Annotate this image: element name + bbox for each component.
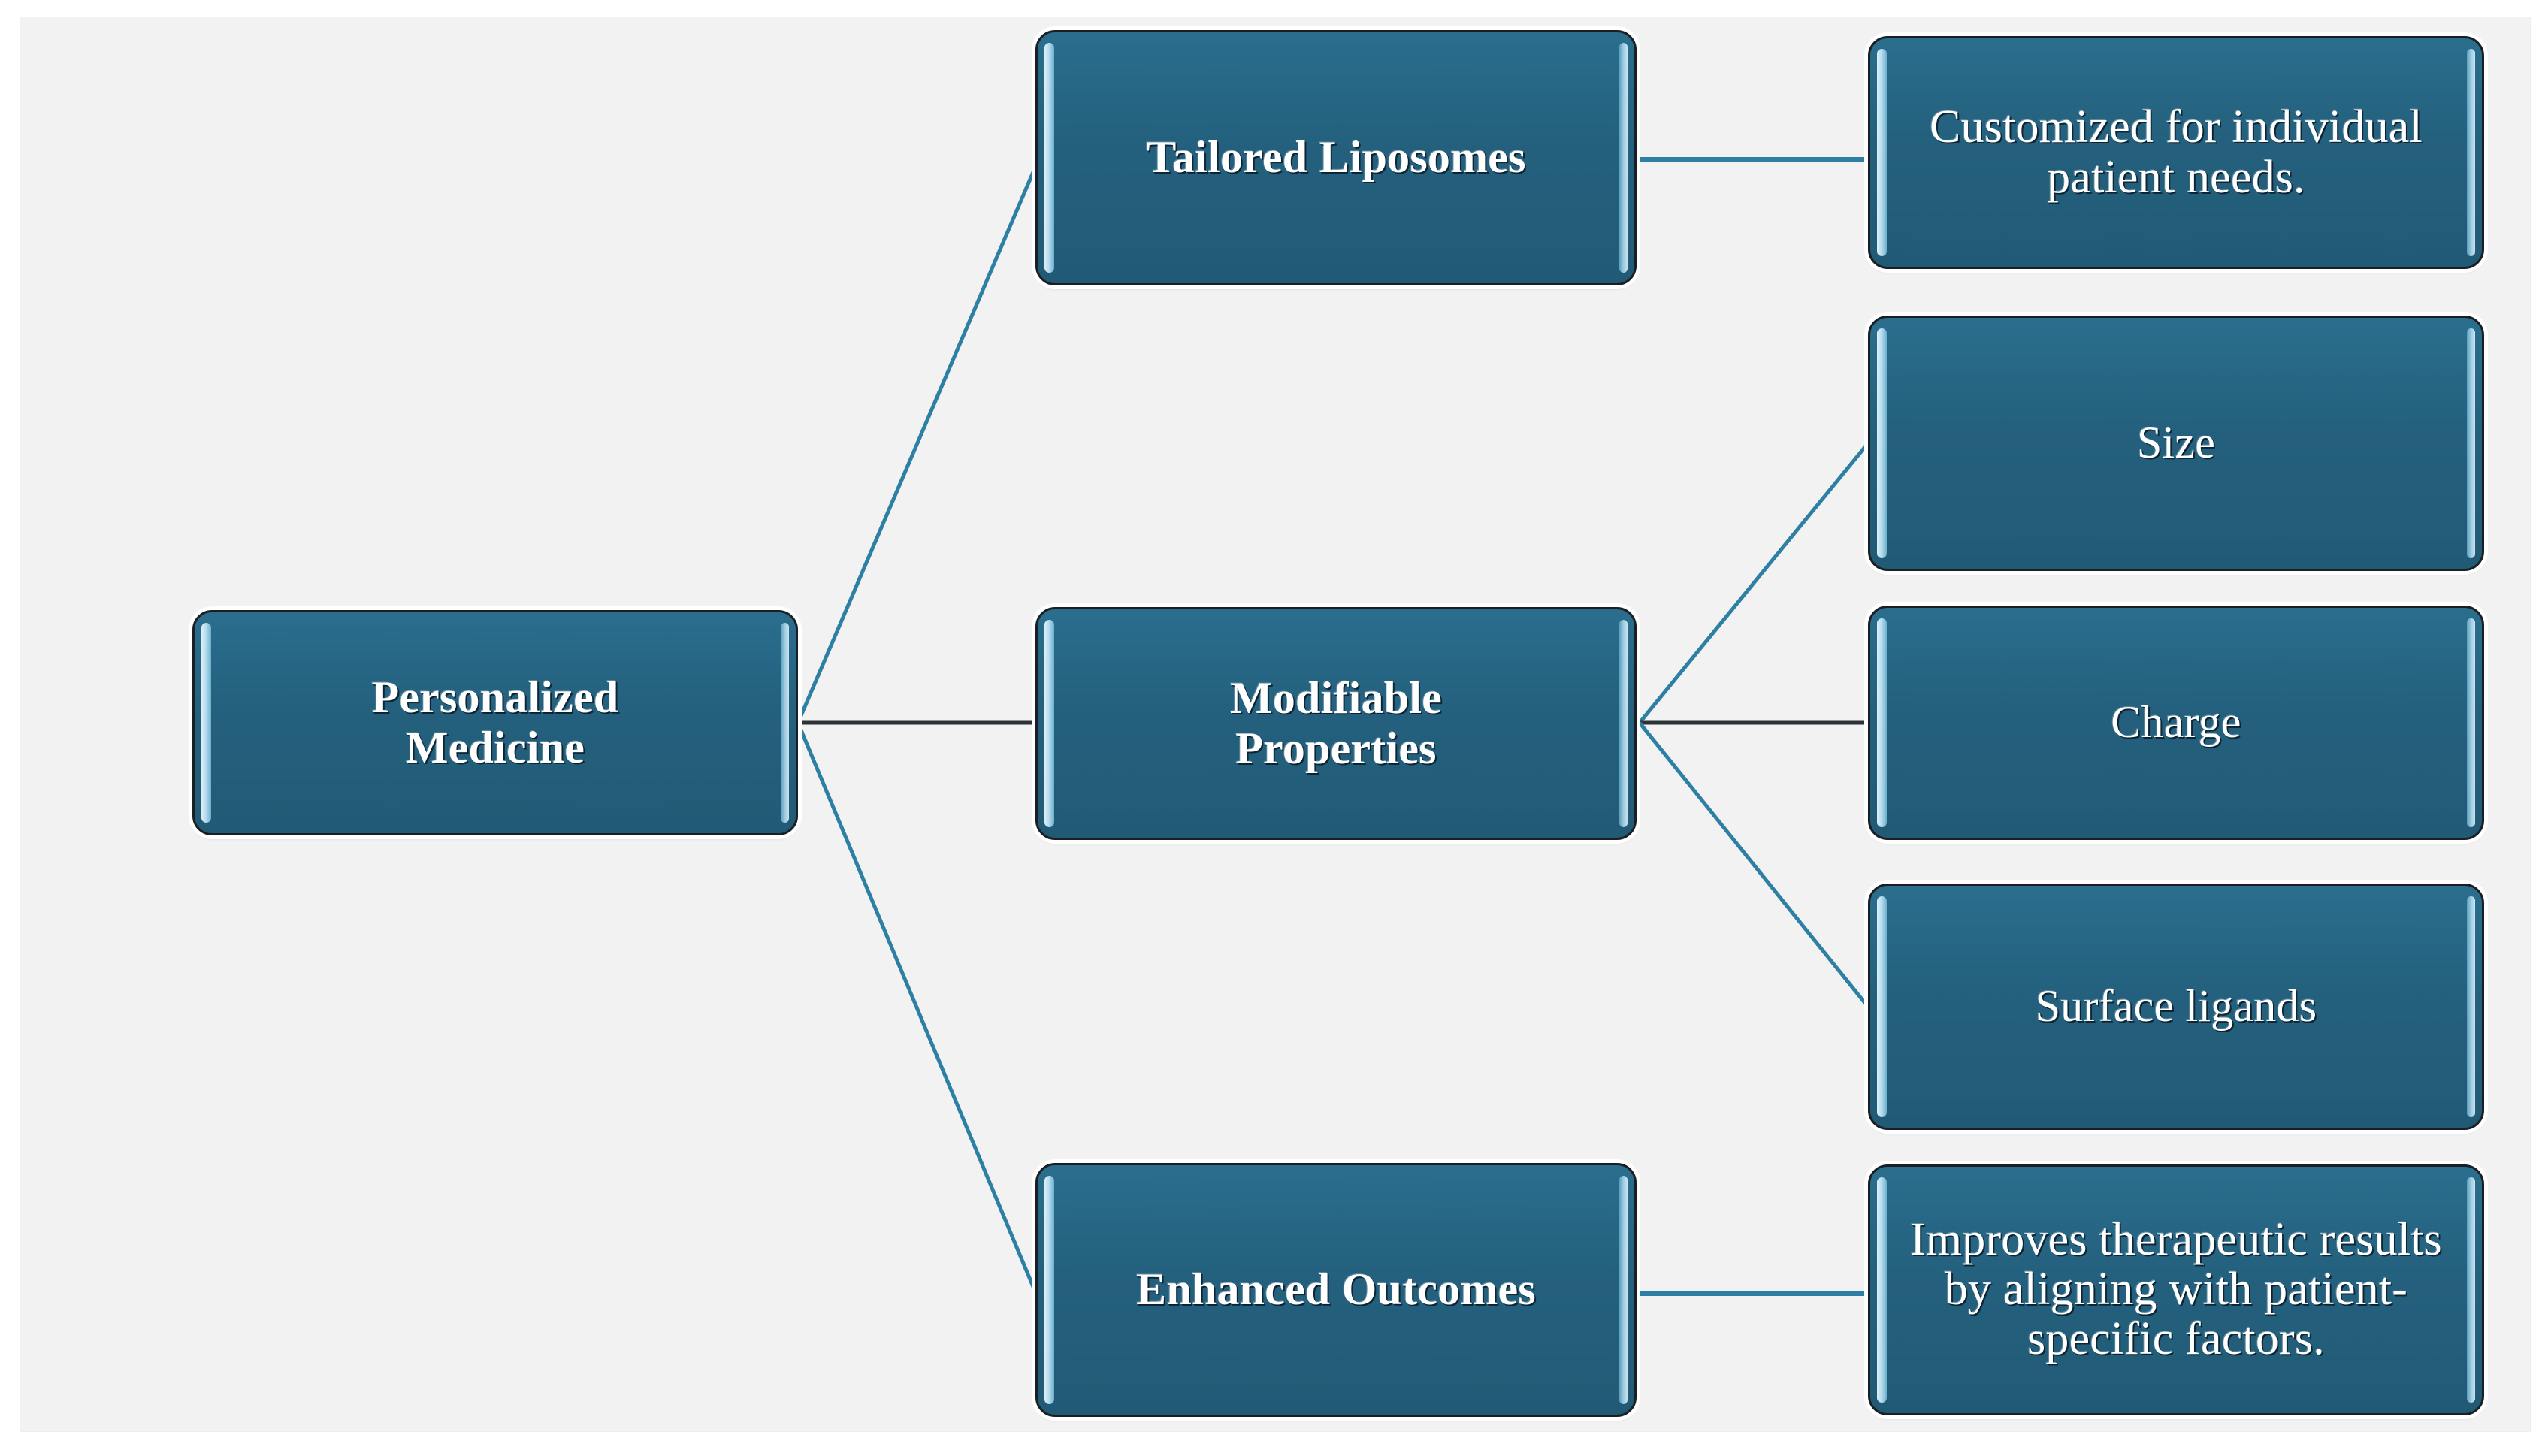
- node-label-personalized-medicine: Personalized Medicine: [371, 672, 619, 772]
- node-label-modifiable-properties: Modifiable Properties: [1230, 672, 1442, 773]
- node-label-enhanced-outcomes: Enhanced Outcomes: [1136, 1264, 1536, 1315]
- node-charge[interactable]: Charge: [1868, 606, 2484, 840]
- node-size[interactable]: Size: [1868, 316, 2484, 571]
- node-label-surface-ligands: Surface ligands: [2035, 981, 2317, 1032]
- node-label-charge: Charge: [2111, 697, 2241, 748]
- node-improves-results[interactable]: Improves therapeutic results by aligning…: [1868, 1164, 2484, 1415]
- node-tailored-liposomes[interactable]: Tailored Liposomes: [1035, 30, 1637, 285]
- node-customized-needs[interactable]: Customized for individual patient needs.: [1868, 36, 2484, 269]
- node-enhanced-outcomes[interactable]: Enhanced Outcomes: [1035, 1163, 1637, 1417]
- node-label-improves-results: Improves therapeutic results by aligning…: [1909, 1214, 2443, 1364]
- node-label-tailored-liposomes: Tailored Liposomes: [1146, 132, 1526, 183]
- node-personalized-medicine[interactable]: Personalized Medicine: [192, 610, 798, 835]
- node-label-size: Size: [2136, 418, 2216, 468]
- node-label-customized-needs: Customized for individual patient needs.: [1930, 101, 2423, 203]
- node-surface-ligands[interactable]: Surface ligands: [1868, 884, 2484, 1130]
- node-modifiable-properties[interactable]: Modifiable Properties: [1035, 607, 1637, 840]
